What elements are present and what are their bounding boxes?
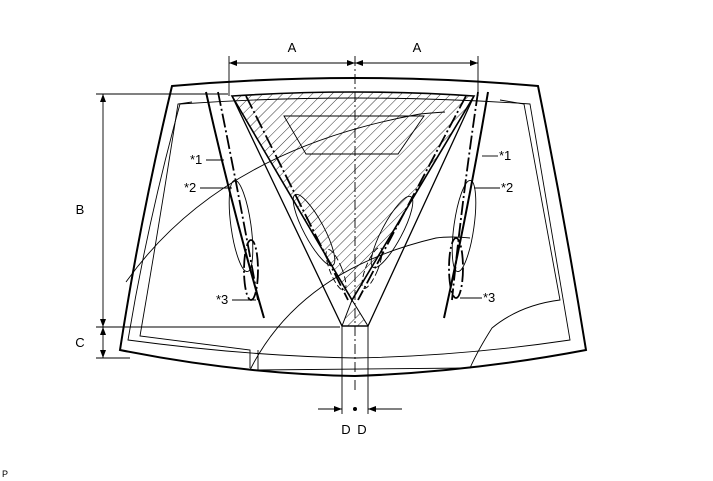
- right-zone-2-oval: [451, 179, 477, 273]
- right-zone-1-outer: [443, 91, 489, 319]
- windshield-outer-outline: [118, 77, 588, 378]
- right-2-label: *2: [501, 180, 513, 195]
- v-oval-right-dashed: [361, 247, 383, 289]
- v-oval-left-dashed: [325, 249, 347, 291]
- right-1-label: *1: [499, 148, 511, 163]
- dim-a-arrows: [229, 60, 478, 66]
- right-zone-1-inner: [451, 91, 479, 301]
- corner-mark: P: [2, 469, 8, 479]
- right-3-label: *3: [483, 290, 495, 305]
- left-zone-1-inner: [217, 91, 259, 301]
- left-zone-2-oval: [228, 179, 254, 273]
- dim-a-label-right: A: [413, 40, 422, 55]
- v-oval-right: [370, 195, 414, 269]
- dim-d-label-right: D: [357, 422, 366, 437]
- dim-a-label-left: A: [288, 40, 297, 55]
- hatched-camera-zone: [230, 91, 476, 302]
- dim-c-label: C: [75, 335, 84, 350]
- right-inner-panel: [257, 99, 561, 371]
- v-oval-left: [292, 193, 336, 267]
- dim-b-label: B: [76, 202, 85, 217]
- right-zone-3-oval: [448, 237, 464, 299]
- left-1-label: *1: [190, 152, 202, 167]
- dim-d-label-left: D: [341, 422, 350, 437]
- left-inner-panel: [139, 101, 251, 368]
- dim-d-center-dot: [353, 407, 357, 411]
- left-2-label: *2: [184, 180, 196, 195]
- v-dashdot-left: [245, 95, 349, 301]
- left-3-label: *3: [216, 292, 228, 307]
